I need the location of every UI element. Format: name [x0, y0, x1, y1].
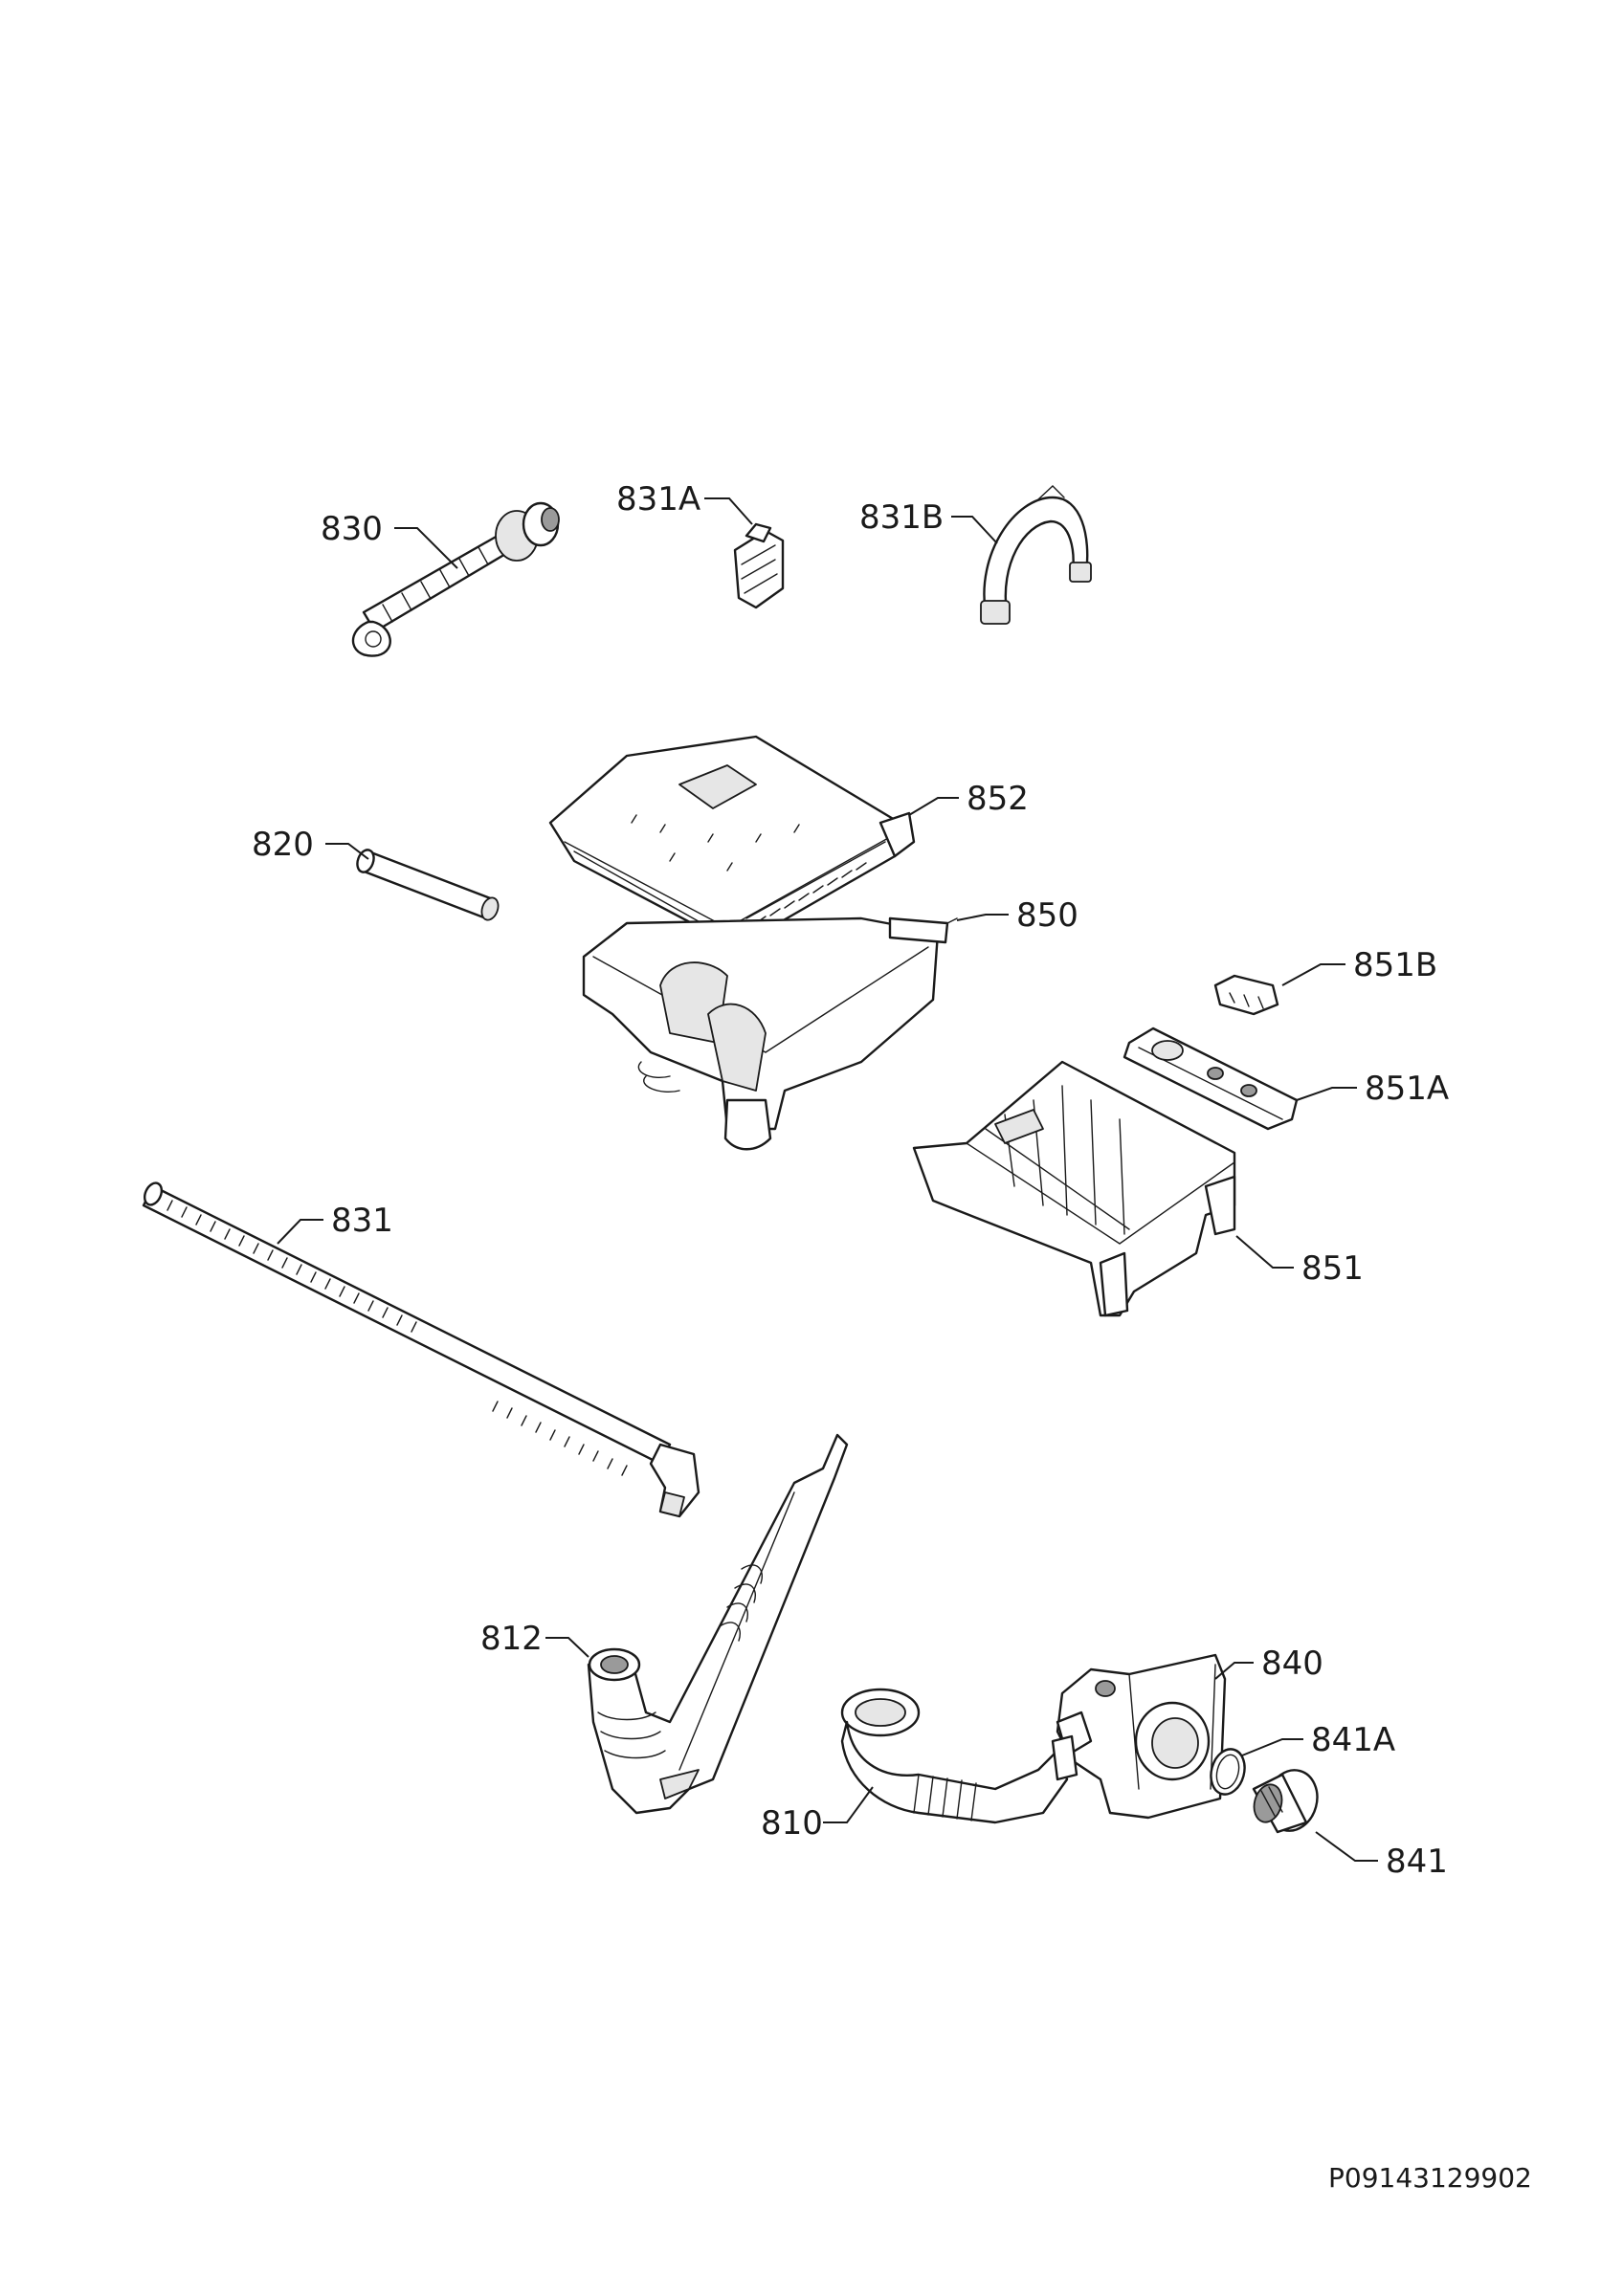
part-831B-hose-guide	[980, 485, 1092, 625]
part-851B-cap	[1213, 974, 1279, 1016]
leader-852	[908, 797, 959, 816]
leader-831B	[951, 516, 998, 544]
leader-831A	[704, 497, 753, 525]
label-851B: 851B	[1353, 946, 1437, 984]
part-851-detergent-drawer	[912, 1060, 1236, 1317]
label-831: 831	[331, 1202, 393, 1240]
leader-841A	[1241, 1738, 1303, 1756]
label-810: 810	[761, 1804, 823, 1843]
leader-850	[956, 914, 1009, 921]
leader-812	[545, 1637, 589, 1658]
leader-851A	[1296, 1087, 1357, 1101]
leader-851	[1235, 1235, 1294, 1269]
part-851A-insert	[1123, 1027, 1299, 1131]
leader-851B	[1281, 963, 1345, 986]
label-852: 852	[967, 780, 1029, 818]
leader-840	[1214, 1662, 1254, 1680]
label-850: 850	[1016, 896, 1078, 935]
part-820-tube	[356, 849, 500, 921]
leader-830	[394, 527, 458, 569]
part-830-inlet-hose	[351, 501, 560, 657]
label-841: 841	[1386, 1843, 1448, 1881]
label-812: 812	[480, 1620, 543, 1658]
part-841A-seal-ring	[1210, 1748, 1246, 1796]
part-840-drain-pump	[1056, 1653, 1227, 1820]
label-841A: 841A	[1311, 1721, 1395, 1759]
leader-831	[277, 1219, 323, 1245]
label-830: 830	[321, 510, 383, 548]
part-831A-clip	[733, 522, 785, 609]
part-812-sump-hose	[587, 1433, 849, 1815]
leader-lines	[277, 497, 1378, 1862]
leader-841	[1315, 1831, 1378, 1862]
leader-810	[823, 1786, 874, 1823]
label-840: 840	[1261, 1645, 1323, 1683]
part-810-sump-hose	[840, 1688, 1078, 1824]
part-850-dispenser-housing	[582, 916, 958, 1151]
label-831A: 831A	[616, 480, 700, 519]
part-labels: 830 831A 831B 852 820 850 851B 851A 831 …	[252, 480, 1449, 1881]
label-831B: 831B	[859, 498, 944, 537]
label-820: 820	[252, 826, 314, 864]
part-852-dispenser-cover	[548, 735, 916, 949]
part-841-filter	[1252, 1769, 1319, 1834]
part-831-drain-hose	[142, 1181, 700, 1518]
label-851: 851	[1301, 1249, 1364, 1288]
label-851A: 851A	[1365, 1070, 1449, 1108]
document-id: P09143129902	[1328, 2162, 1532, 2194]
leader-820	[325, 843, 369, 860]
